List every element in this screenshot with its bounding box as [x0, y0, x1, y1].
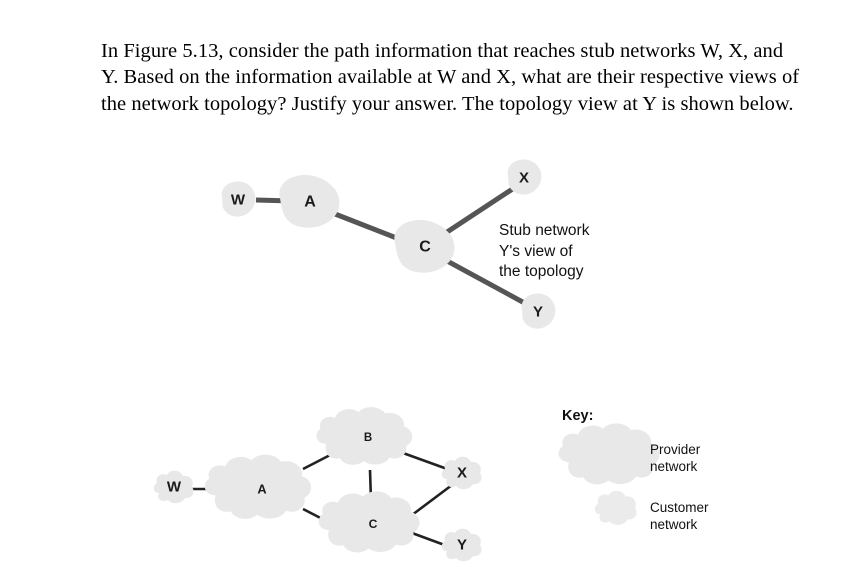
top-node-A: A	[279, 175, 340, 228]
top-node-X-label: X	[519, 170, 529, 187]
bottom-node-A: A	[204, 454, 312, 519]
bottom-node-Y-label: Y	[457, 537, 467, 554]
bottom-node-W-label: W	[167, 479, 182, 496]
bottom-node-X: X	[441, 456, 482, 490]
link-b-x	[402, 451, 451, 472]
bottom-diagram-svg: W A B C X Y	[153, 407, 482, 562]
bottom-node-W: W	[153, 470, 194, 504]
top-node-W: W	[221, 181, 256, 217]
key-swatch-provider-network	[558, 423, 660, 485]
top-node-C: C	[394, 220, 455, 273]
question-paragraph: In Figure 5.13, consider the path inform…	[101, 40, 805, 115]
top-node-Y-label: Y	[533, 304, 543, 321]
bottom-node-Y: Y	[441, 528, 482, 562]
top-node-Y: Y	[521, 293, 556, 329]
link-c-x	[407, 483, 453, 520]
bottom-node-B: B	[316, 407, 413, 465]
top-node-A-label: A	[304, 194, 316, 211]
key-title: Key:	[562, 408, 594, 424]
bottom-topology-diagram: W A B C X Y	[140, 405, 510, 570]
bottom-node-C: C	[318, 491, 420, 553]
key-caption-provider-network: Provider network	[650, 442, 701, 474]
bottom-node-B-label: B	[364, 432, 372, 444]
top-node-C-label: C	[419, 239, 431, 256]
key-swatch-customer-network	[594, 490, 637, 525]
bottom-node-C-label: C	[369, 517, 378, 531]
top-node-W-label: W	[231, 192, 246, 209]
key-caption-customer-network: Customer network	[650, 500, 709, 532]
top-node-X: X	[507, 159, 542, 195]
top-diagram-svg: W A C X Y	[221, 159, 556, 329]
link-c-x	[436, 185, 516, 241]
link-c-y	[436, 253, 532, 309]
bottom-node-A-label: A	[257, 482, 266, 497]
topology-view-annotation: Stub network Y's view of the topology	[499, 222, 590, 280]
top-topology-diagram: W A C X Y	[200, 150, 640, 340]
bottom-node-X-label: X	[457, 465, 467, 482]
